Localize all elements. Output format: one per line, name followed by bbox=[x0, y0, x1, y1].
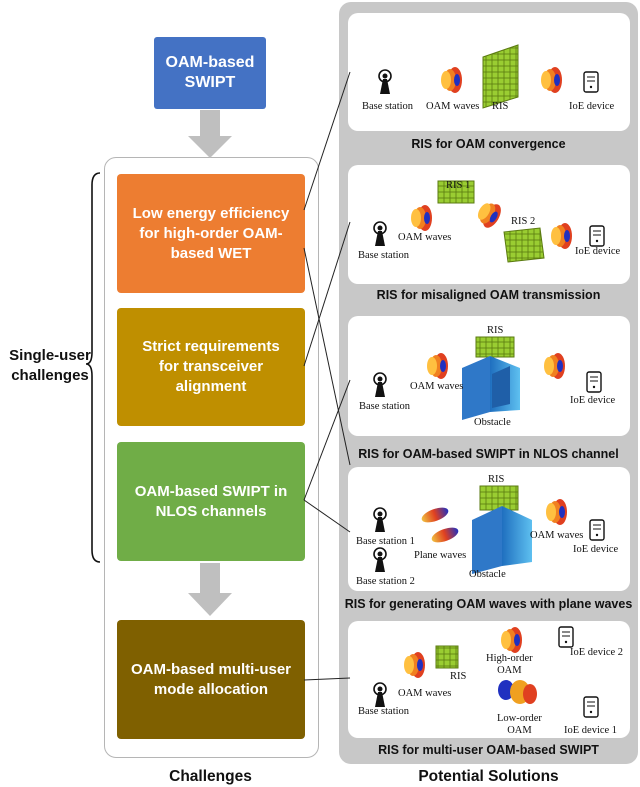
solution-caption-5: RIS for multi-user OAM-based SWIPT bbox=[378, 743, 599, 757]
panel5-label-base-station: Base station bbox=[358, 706, 410, 717]
oam-beam-icon bbox=[541, 67, 562, 93]
oam-beam-icon bbox=[473, 197, 505, 231]
arrow-down-top bbox=[188, 110, 232, 158]
device-icon bbox=[589, 225, 605, 247]
oam-beam-icon bbox=[546, 499, 567, 525]
panel4-label-obstacle: Obstacle bbox=[469, 569, 506, 580]
panel1-label-base-station: Base station bbox=[362, 101, 414, 112]
ris-panel-icon bbox=[503, 227, 545, 263]
antenna-icon bbox=[373, 547, 387, 573]
solution-panel-5 bbox=[348, 621, 630, 738]
panel5-label-oam-waves: OAM waves bbox=[398, 688, 452, 699]
oam-beam-icon bbox=[427, 353, 448, 379]
panel4-label-plane-waves: Plane waves bbox=[414, 550, 467, 561]
panel1-label-oam-waves: OAM waves bbox=[426, 101, 480, 112]
solution-caption-2: RIS for misaligned OAM transmission bbox=[376, 288, 601, 302]
oam-beam-icon bbox=[551, 223, 572, 249]
solutions-title: Potential Solutions bbox=[418, 768, 559, 785]
solution-caption-4: RIS for generating OAM waves with plane … bbox=[344, 597, 633, 611]
device-icon bbox=[583, 696, 599, 718]
panel4-label-oam-waves: OAM waves bbox=[530, 530, 584, 541]
oam-swipt-box: OAM-based SWIPT bbox=[154, 37, 266, 109]
challenge-nlos: OAM-based SWIPT in NLOS channels bbox=[117, 442, 305, 561]
panel3-label-base-station: Base station bbox=[359, 401, 411, 412]
challenges-title: Challenges bbox=[169, 768, 252, 785]
panel5-label-high-order-oam: High-order OAM bbox=[486, 653, 533, 676]
panel4-label-ris: RIS bbox=[488, 474, 505, 485]
device-icon bbox=[589, 519, 605, 541]
oam-beam-icon bbox=[501, 627, 522, 653]
panel4-label-base-station-2: Base station 2 bbox=[356, 576, 415, 587]
device-icon bbox=[586, 371, 602, 393]
ris-panel-icon bbox=[475, 336, 515, 358]
challenge-energy-efficiency: Low energy efficiency for high-order OAM… bbox=[117, 174, 305, 293]
connector-lines bbox=[303, 71, 351, 681]
panel3-label-oam-waves: OAM waves bbox=[410, 381, 464, 392]
ris-panel-icon bbox=[479, 485, 519, 511]
device-icon bbox=[583, 71, 599, 93]
plane-wave-icon bbox=[421, 507, 449, 523]
panel1-label-ris: RIS bbox=[492, 101, 509, 112]
oam-beam-icon bbox=[404, 652, 425, 678]
plane-wave-icon bbox=[431, 527, 459, 543]
ris-panel-icon bbox=[482, 44, 519, 109]
panel5-label-low-order-oam: Low-order OAM bbox=[497, 713, 542, 736]
oam-beam-icon bbox=[544, 353, 565, 379]
antenna-icon bbox=[378, 69, 392, 95]
panel3-label-ioe-device: IoE device bbox=[570, 395, 616, 406]
panel5-label-ioe-device-1: IoE device 1 bbox=[564, 725, 618, 736]
antenna-icon bbox=[373, 372, 387, 398]
panel5-label-ioe-device-2: IoE device 2 bbox=[570, 647, 624, 658]
building-icon bbox=[462, 356, 520, 420]
panel2-label-ris1: RIS 1 bbox=[446, 180, 471, 191]
panel4-label-base-station-1: Base station 1 bbox=[356, 536, 415, 547]
solution-caption-1: RIS for OAM convergence bbox=[411, 137, 566, 151]
panel3-label-ris: RIS bbox=[487, 325, 504, 336]
oam-beam-icon bbox=[498, 680, 537, 704]
antenna-icon bbox=[373, 221, 387, 247]
single-user-brace bbox=[85, 172, 101, 563]
device-icon bbox=[558, 626, 574, 648]
antenna-icon bbox=[373, 682, 387, 708]
panel4-label-ioe-device: IoE device bbox=[573, 544, 619, 555]
ris-panel-icon bbox=[437, 180, 475, 204]
challenge-alignment: Strict requirements for transceiver alig… bbox=[117, 308, 305, 426]
single-user-label: Single-user challenges bbox=[9, 347, 91, 384]
building-icon bbox=[472, 506, 532, 574]
panel2-label-ioe-device: IoE device bbox=[575, 246, 621, 257]
solution-caption-3: RIS for OAM-based SWIPT in NLOS channel bbox=[358, 447, 619, 461]
panel2-label-base-station: Base station bbox=[358, 250, 410, 261]
panel5-label-ris: RIS bbox=[450, 671, 467, 682]
panel2-label-oam-waves: OAM waves bbox=[398, 232, 452, 243]
panel2-label-ris2: RIS 2 bbox=[511, 216, 536, 227]
challenge-multi-user: OAM-based multi-user mode allocation bbox=[117, 620, 305, 739]
oam-beam-icon bbox=[411, 205, 432, 231]
panel3-label-obstacle: Obstacle bbox=[474, 417, 511, 428]
oam-beam-icon bbox=[441, 67, 462, 93]
panel1-label-ioe-device: IoE device bbox=[569, 101, 615, 112]
arrow-down-bottom bbox=[188, 563, 232, 616]
ris-panel-icon bbox=[435, 645, 459, 669]
antenna-icon bbox=[373, 507, 387, 533]
